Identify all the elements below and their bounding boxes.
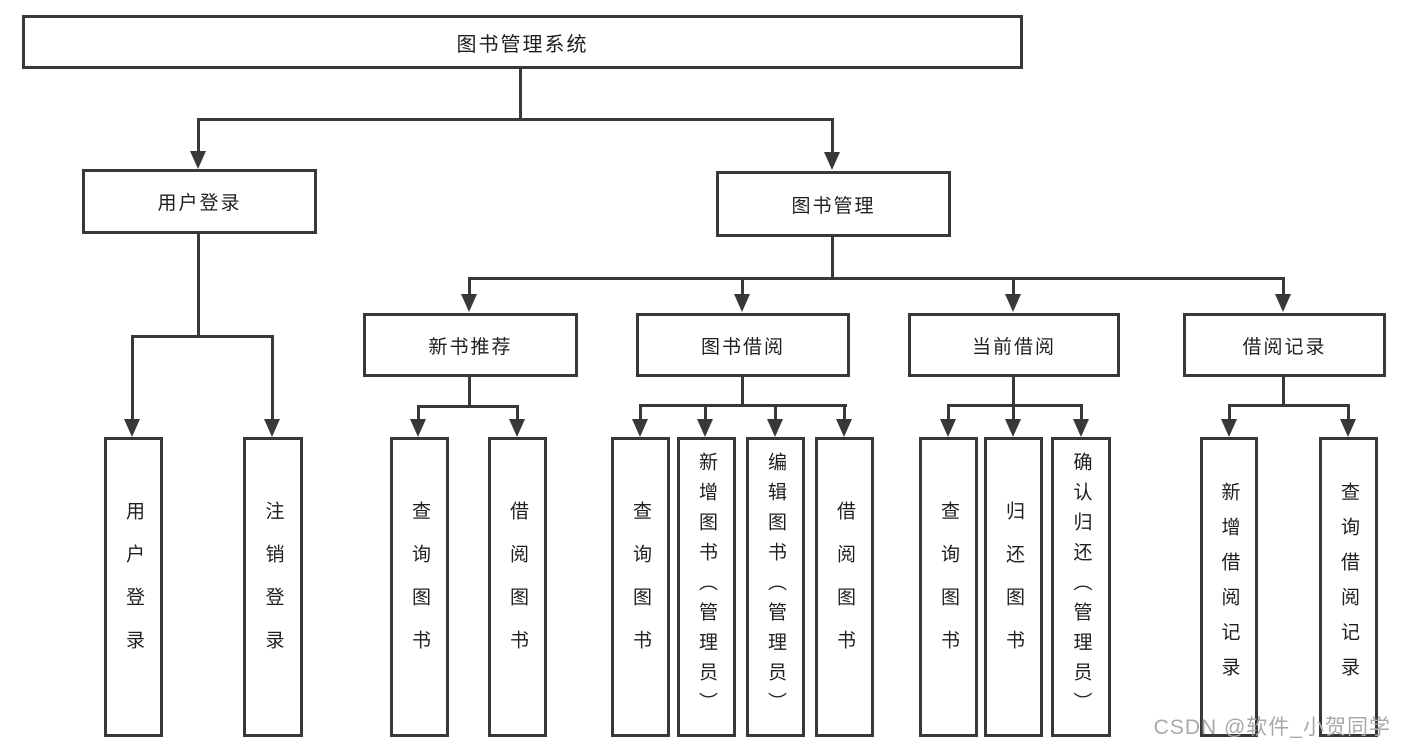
connector-line bbox=[947, 404, 1083, 407]
arrow-down-icon bbox=[1005, 294, 1021, 312]
connector-line bbox=[831, 118, 834, 152]
leaf-query-book: 查询图书 bbox=[919, 437, 978, 737]
leaf-borrow-book: 借阅图书 bbox=[488, 437, 547, 737]
connector-line bbox=[197, 234, 200, 335]
node-label: 借阅记录 bbox=[1242, 336, 1327, 358]
node-label: 用户登录 bbox=[123, 501, 144, 673]
arrow-down-icon bbox=[124, 419, 140, 437]
connector-line bbox=[843, 404, 846, 419]
arrow-down-icon bbox=[1073, 419, 1089, 437]
arrow-down-icon bbox=[940, 419, 956, 437]
connector-line bbox=[468, 277, 1285, 280]
leaf-query-book: 查询图书 bbox=[390, 437, 449, 737]
watermark-text: CSDN @软件_小贺同学 bbox=[1153, 716, 1391, 739]
node-label: 图书管理系统 bbox=[456, 33, 589, 56]
connector-line bbox=[741, 277, 744, 295]
node-label: 图书借阅 bbox=[700, 336, 785, 358]
arrow-down-icon bbox=[697, 419, 713, 437]
node-label: 注销登录 bbox=[262, 501, 284, 673]
connector-line bbox=[197, 118, 200, 152]
leaf-borrow-book: 借阅图书 bbox=[815, 437, 874, 737]
node-label: 新增借阅记录 bbox=[1218, 482, 1240, 692]
connector-line bbox=[741, 377, 744, 407]
node-user-login: 用户登录 bbox=[82, 169, 317, 234]
leaf-add-book-admin: 新增图书（管理员） bbox=[677, 437, 736, 737]
node-new-book-recommendation: 新书推荐 bbox=[363, 313, 578, 377]
leaf-logout-login: 注销登录 bbox=[243, 437, 303, 737]
connector-line bbox=[516, 405, 519, 419]
connector-line bbox=[947, 404, 950, 419]
connector-line bbox=[639, 404, 642, 419]
connector-line bbox=[417, 405, 519, 408]
connector-line bbox=[1282, 377, 1285, 407]
node-label: 编辑图书（管理员） bbox=[765, 452, 786, 722]
node-label: 新增图书（管理员） bbox=[696, 452, 717, 722]
connector-line bbox=[1012, 277, 1015, 295]
leaf-confirm-return-admin: 确认归还（管理员） bbox=[1051, 437, 1111, 737]
connector-line bbox=[417, 405, 420, 419]
node-library-management-system: 图书管理系统 bbox=[22, 15, 1023, 69]
arrow-down-icon bbox=[264, 419, 280, 437]
connector-line bbox=[131, 335, 134, 419]
leaf-query-borrow-record: 查询借阅记录 bbox=[1319, 437, 1378, 737]
node-label: 查询借阅记录 bbox=[1338, 482, 1359, 692]
node-label: 借阅图书 bbox=[834, 501, 855, 673]
arrow-down-icon bbox=[734, 294, 750, 312]
arrow-down-icon bbox=[509, 419, 525, 437]
node-label: 确认归还（管理员） bbox=[1070, 452, 1092, 722]
leaf-edit-book-admin: 编辑图书（管理员） bbox=[746, 437, 805, 737]
node-label: 查询图书 bbox=[630, 501, 651, 673]
connector-line bbox=[1282, 277, 1285, 295]
arrow-down-icon bbox=[190, 151, 206, 169]
connector-line bbox=[1347, 404, 1350, 419]
arrow-down-icon bbox=[632, 419, 648, 437]
connector-line bbox=[704, 404, 707, 419]
arrow-down-icon bbox=[1340, 419, 1356, 437]
connector-line bbox=[468, 277, 471, 295]
node-borrowing-records: 借阅记录 bbox=[1183, 313, 1386, 377]
connector-line bbox=[1012, 377, 1015, 407]
node-book-borrowing: 图书借阅 bbox=[636, 313, 850, 377]
leaf-query-book: 查询图书 bbox=[611, 437, 670, 737]
connector-line bbox=[468, 377, 471, 408]
arrow-down-icon bbox=[410, 419, 426, 437]
leaf-return-book: 归还图书 bbox=[984, 437, 1043, 737]
node-label: 当前借阅 bbox=[971, 336, 1056, 358]
connector-line bbox=[1080, 404, 1083, 419]
node-book-management: 图书管理 bbox=[716, 171, 951, 237]
arrow-down-icon bbox=[824, 152, 840, 170]
node-label: 图书管理 bbox=[791, 195, 876, 217]
connector-line bbox=[271, 335, 274, 419]
connector-line bbox=[1012, 404, 1015, 419]
connector-line bbox=[1228, 404, 1231, 419]
connector-line bbox=[639, 404, 847, 407]
node-label: 归还图书 bbox=[1003, 501, 1024, 673]
node-label: 借阅图书 bbox=[507, 501, 528, 673]
arrow-down-icon bbox=[1275, 294, 1291, 312]
node-label: 查询图书 bbox=[938, 501, 959, 673]
connector-line bbox=[1228, 404, 1350, 407]
arrow-down-icon bbox=[836, 419, 852, 437]
arrow-down-icon bbox=[461, 294, 477, 312]
connector-line bbox=[774, 404, 777, 419]
node-label: 查询图书 bbox=[409, 501, 430, 673]
arrow-down-icon bbox=[1005, 419, 1021, 437]
arrow-down-icon bbox=[767, 419, 783, 437]
connector-line bbox=[131, 335, 274, 338]
leaf-add-borrow-record: 新增借阅记录 bbox=[1200, 437, 1258, 737]
connector-line bbox=[831, 237, 834, 280]
leaf-user-login: 用户登录 bbox=[104, 437, 163, 737]
node-current-borrowing: 当前借阅 bbox=[908, 313, 1120, 377]
node-label: 新书推荐 bbox=[428, 336, 513, 358]
node-label: 用户登录 bbox=[157, 193, 242, 214]
connector-line bbox=[197, 118, 834, 121]
connector-line bbox=[519, 69, 522, 118]
arrow-down-icon bbox=[1221, 419, 1237, 437]
